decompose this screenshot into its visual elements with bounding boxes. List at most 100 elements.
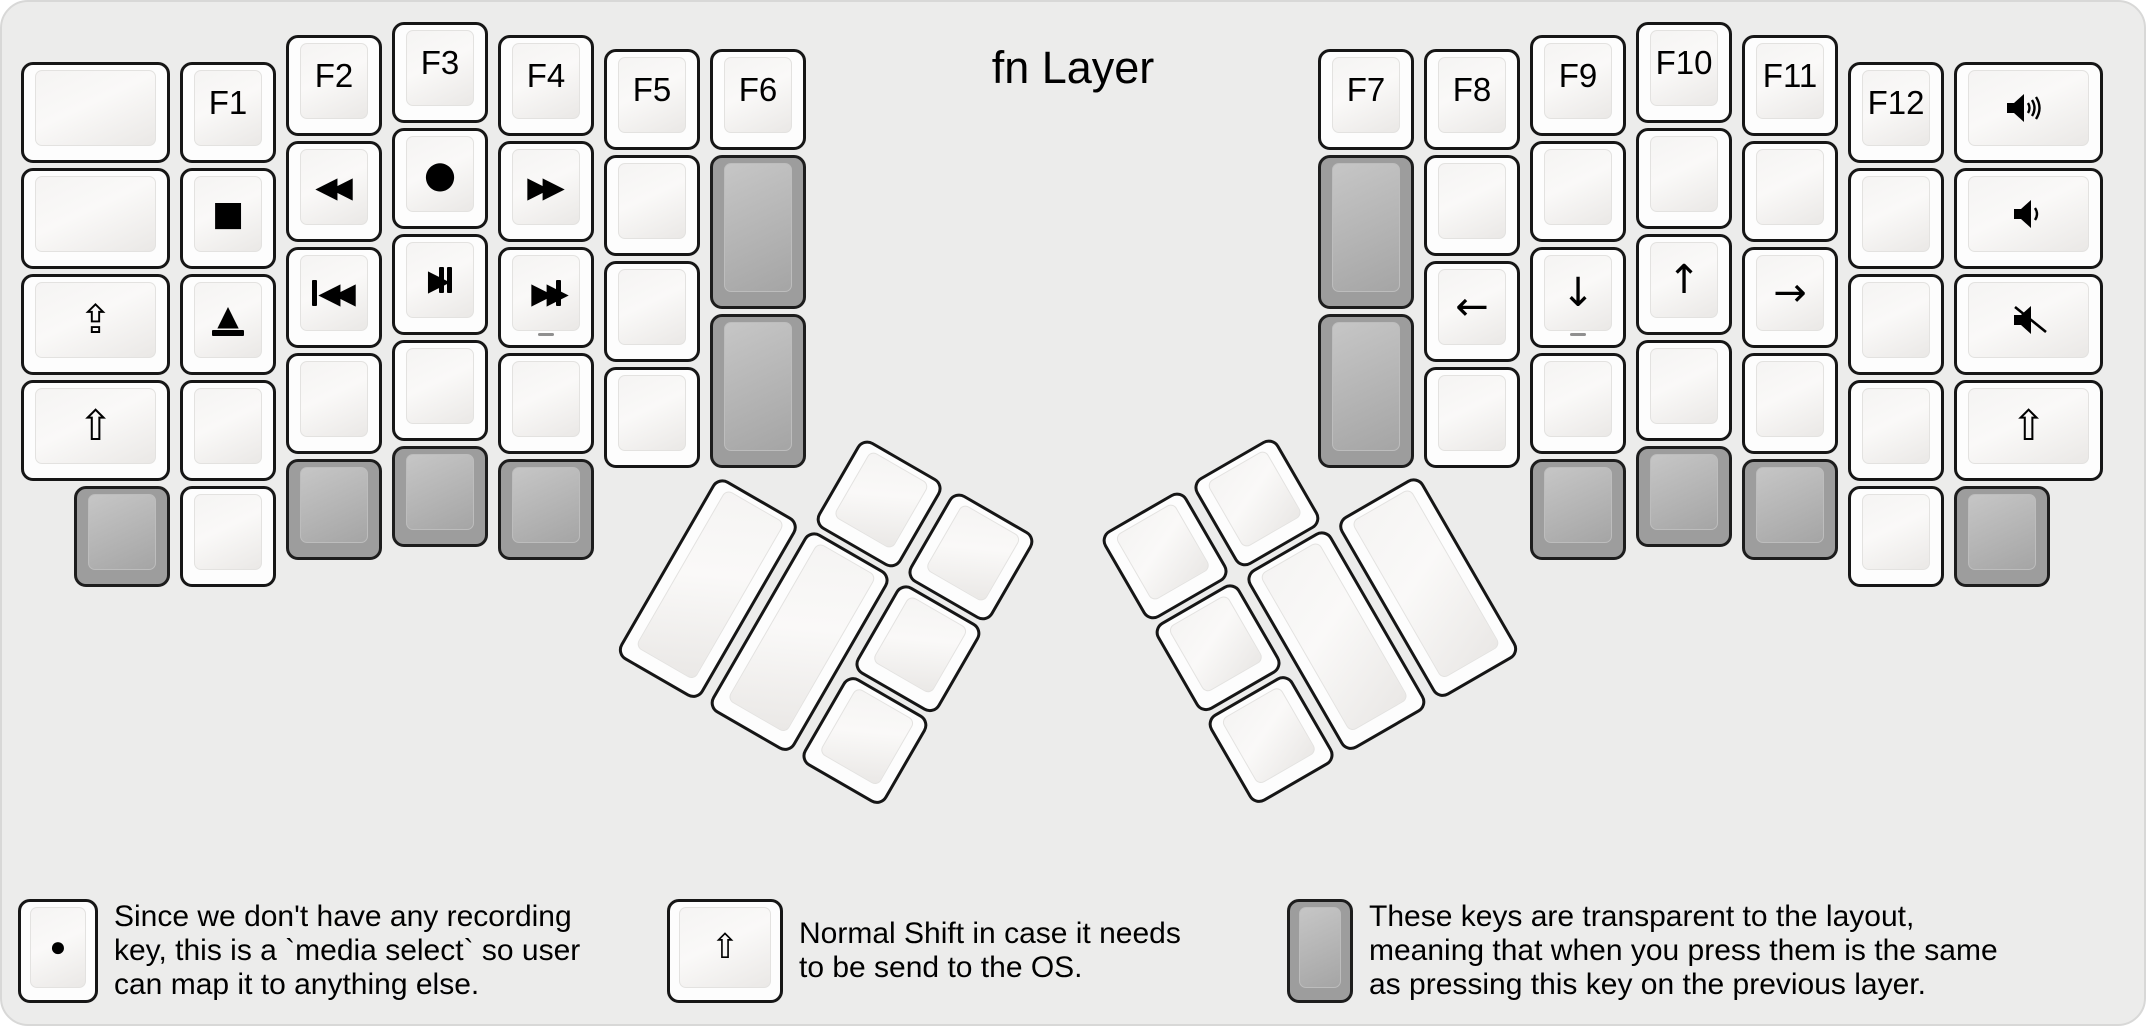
key-f4: F4: [498, 35, 594, 136]
key-blank: [1742, 353, 1838, 454]
shift-icon: ⇧: [710, 927, 740, 967]
arrow-right-icon: →: [1773, 270, 1807, 316]
key-f3: F3: [392, 22, 488, 123]
legend-line: meaning that when you press them is the …: [1369, 933, 1998, 967]
key-label: F11: [1762, 56, 1818, 94]
key-transparent: [1954, 486, 2050, 587]
key-blank: [1848, 168, 1944, 269]
key-next-track: ▶▶: [498, 247, 594, 348]
key-label: F1: [208, 83, 248, 121]
eject-icon: ▲: [212, 301, 244, 336]
key-f1: F1: [180, 62, 276, 163]
key-arrow-up: ↑: [1636, 234, 1732, 335]
key-label: F7: [1346, 70, 1386, 108]
legend-text: Since we don't have any recording key, t…: [114, 900, 580, 1002]
key-record: ●: [392, 128, 488, 229]
key-blank: [1530, 141, 1626, 242]
key-transparent: [286, 459, 382, 560]
key-blank: [604, 367, 700, 468]
legend-line: as pressing this key on the previous lay…: [1369, 967, 1926, 1001]
fast-forward-icon: ▶▶: [527, 169, 565, 204]
key-f7: F7: [1318, 49, 1414, 150]
page-title: fn Layer: [991, 42, 1155, 93]
key-arrow-down: ↓: [1530, 247, 1626, 348]
key-mute: [1954, 274, 2103, 375]
key-shift: ⇧: [21, 380, 170, 481]
legend-item-media-select: ● Since we don't have any recording key,…: [18, 898, 580, 1003]
mute-icon: [2006, 304, 2052, 336]
record-icon: ●: [423, 152, 457, 196]
homing-bump: [1570, 333, 1586, 336]
key-eject: ▲: [180, 274, 276, 375]
key-transparent: [1636, 446, 1732, 547]
key-fast-forward: ▶▶: [498, 141, 594, 242]
play-pause-icon: ▶: [428, 265, 453, 295]
legend-item-normal-shift: ⇧ Normal Shift in case it needs to be se…: [667, 898, 1181, 1003]
legend-text: These keys are transparent to the layout…: [1369, 900, 1998, 1002]
key-volume-up: [1954, 62, 2103, 163]
key-shift: ⇧: [1954, 380, 2103, 481]
key-f6: F6: [710, 49, 806, 150]
shift-icon: ⇧: [2010, 401, 2047, 450]
key-f5: F5: [604, 49, 700, 150]
key-label: F8: [1452, 70, 1492, 108]
key-blank: [1742, 141, 1838, 242]
key-play-pause: ▶: [392, 234, 488, 335]
prev-track-icon: ◀◀: [312, 278, 356, 308]
key-f2: F2: [286, 35, 382, 136]
key-blank: [1530, 353, 1626, 454]
homing-bump: [538, 333, 554, 336]
key-label: F6: [738, 70, 778, 108]
legend-line: key, this is a `media select` so user: [114, 933, 581, 967]
key-transparent: [1742, 459, 1838, 560]
key-blank: [1848, 274, 1944, 375]
key-blank: [604, 155, 700, 256]
legend-line: These keys are transparent to the layout…: [1369, 899, 1915, 933]
key-caps-lock: ⇪: [21, 274, 170, 375]
key-blank: [21, 168, 170, 269]
key-transparent: [392, 446, 488, 547]
key-transparent: [498, 459, 594, 560]
key-blank: [604, 261, 700, 362]
key-blank: [180, 380, 276, 481]
key-label: F9: [1558, 56, 1598, 94]
legend-line: Since we don't have any recording: [114, 899, 572, 933]
key-f10: F10: [1636, 22, 1732, 123]
legend-line: to be send to the OS.: [799, 950, 1083, 984]
rewind-icon: ◀◀: [315, 169, 353, 204]
stop-icon: ■: [211, 194, 245, 234]
key-blank: [180, 486, 276, 587]
next-track-icon: ▶▶: [531, 275, 569, 310]
volume-up-icon: [2006, 92, 2052, 124]
key-transparent: [1318, 314, 1414, 468]
key-volume-down: [1954, 168, 2103, 269]
key-transparent: [1530, 459, 1626, 560]
volume-down-icon: [2006, 198, 2052, 230]
transparent-sample-key: [1287, 898, 1353, 1003]
arrow-down-icon: ↓: [1561, 270, 1595, 316]
key-label: F3: [420, 43, 460, 81]
key-label: F12: [1867, 83, 1925, 121]
legend-text: Normal Shift in case it needs to be send…: [799, 917, 1181, 985]
legend-item-transparent-keys: These keys are transparent to the layout…: [1287, 898, 1998, 1003]
key-arrow-left: ←: [1424, 261, 1520, 362]
key-blank: [392, 340, 488, 441]
arrow-left-icon: ←: [1455, 284, 1489, 330]
key-f11: F11: [1742, 35, 1838, 136]
key-stop: ■: [180, 168, 276, 269]
key-blank: [1848, 486, 1944, 587]
record-icon: ●: [49, 931, 67, 962]
key-blank: [1636, 340, 1732, 441]
key-f9: F9: [1530, 35, 1626, 136]
key-transparent: [710, 155, 806, 309]
key-label: F10: [1655, 43, 1713, 81]
shift-sample-key: ⇧: [667, 898, 783, 1003]
key-label: F5: [632, 70, 672, 108]
key-arrow-right: →: [1742, 247, 1838, 348]
legend-line: can map it to anything else.: [114, 967, 480, 1001]
key-prev-track: ◀◀: [286, 247, 382, 348]
shift-icon: ⇧: [77, 401, 114, 450]
key-blank: [1848, 380, 1944, 481]
